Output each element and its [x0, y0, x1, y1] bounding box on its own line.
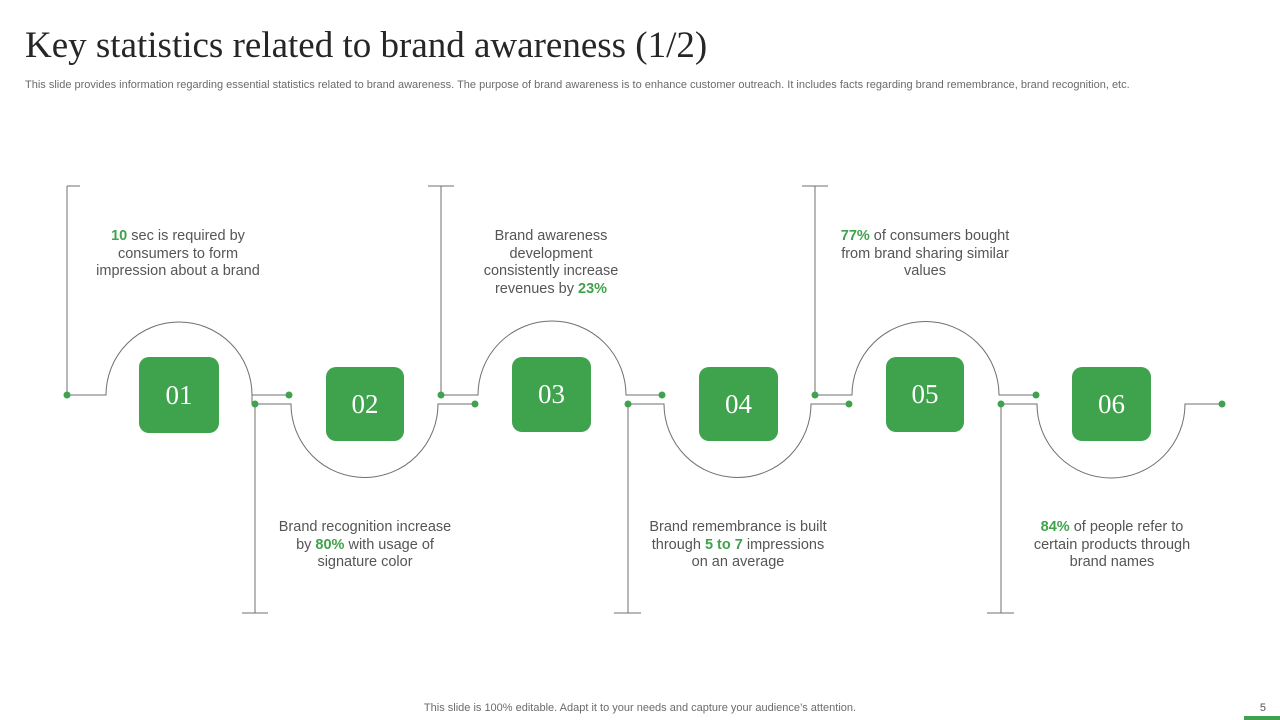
highlight-value: 5 to 7	[704, 536, 743, 553]
fact-text: Brand remembrance is built through	[649, 519, 827, 553]
highlight-value: 77%	[840, 228, 870, 244]
step-badge-05: 05	[886, 357, 964, 432]
highlight-value: 84%	[1040, 519, 1070, 535]
highlight-value: 80%	[315, 536, 345, 553]
fact-text: of consumers bought from brand sharing s…	[841, 228, 1010, 279]
fact-text: Brand recognition increase by	[278, 519, 452, 553]
footer-note: This slide is 100% editable. Adapt it to…	[423, 702, 857, 714]
fact-text: sec is required by consumers to form imp…	[96, 228, 260, 279]
page-subtitle: This slide provides information regardin…	[25, 79, 1130, 91]
step-text-04: Brand remembrance is built through 5 to …	[643, 519, 833, 572]
highlight-value: 23%	[578, 280, 608, 297]
page-title: Key statistics related to brand awarenes…	[25, 25, 708, 66]
step-badge-02: 02	[326, 367, 404, 441]
step-text-05: 77% of consumers bought from brand shari…	[840, 228, 1010, 281]
step-text-03: Brand awareness development consistently…	[470, 228, 632, 298]
fact-text: Brand awareness development consistently…	[483, 228, 619, 297]
step-badge-06: 06	[1072, 367, 1151, 441]
fact-text: with usage of signature color	[317, 536, 434, 571]
step-badge-01: 01	[139, 357, 219, 433]
highlight-value: 10	[111, 228, 128, 244]
step-text-01: 10 sec is required by consumers to form …	[83, 228, 273, 281]
step-badge-03: 03	[512, 357, 591, 432]
fact-text: of people refer to certain products thro…	[1033, 519, 1191, 570]
fact-text: impressions on an average	[691, 536, 825, 571]
step-text-06: 84% of people refer to certain products …	[1026, 519, 1198, 572]
page-number: 5	[1259, 702, 1266, 714]
page-accent-bar	[1244, 716, 1280, 720]
step-text-02: Brand recognition increase by 80% with u…	[270, 519, 460, 572]
step-badge-04: 04	[699, 367, 778, 441]
